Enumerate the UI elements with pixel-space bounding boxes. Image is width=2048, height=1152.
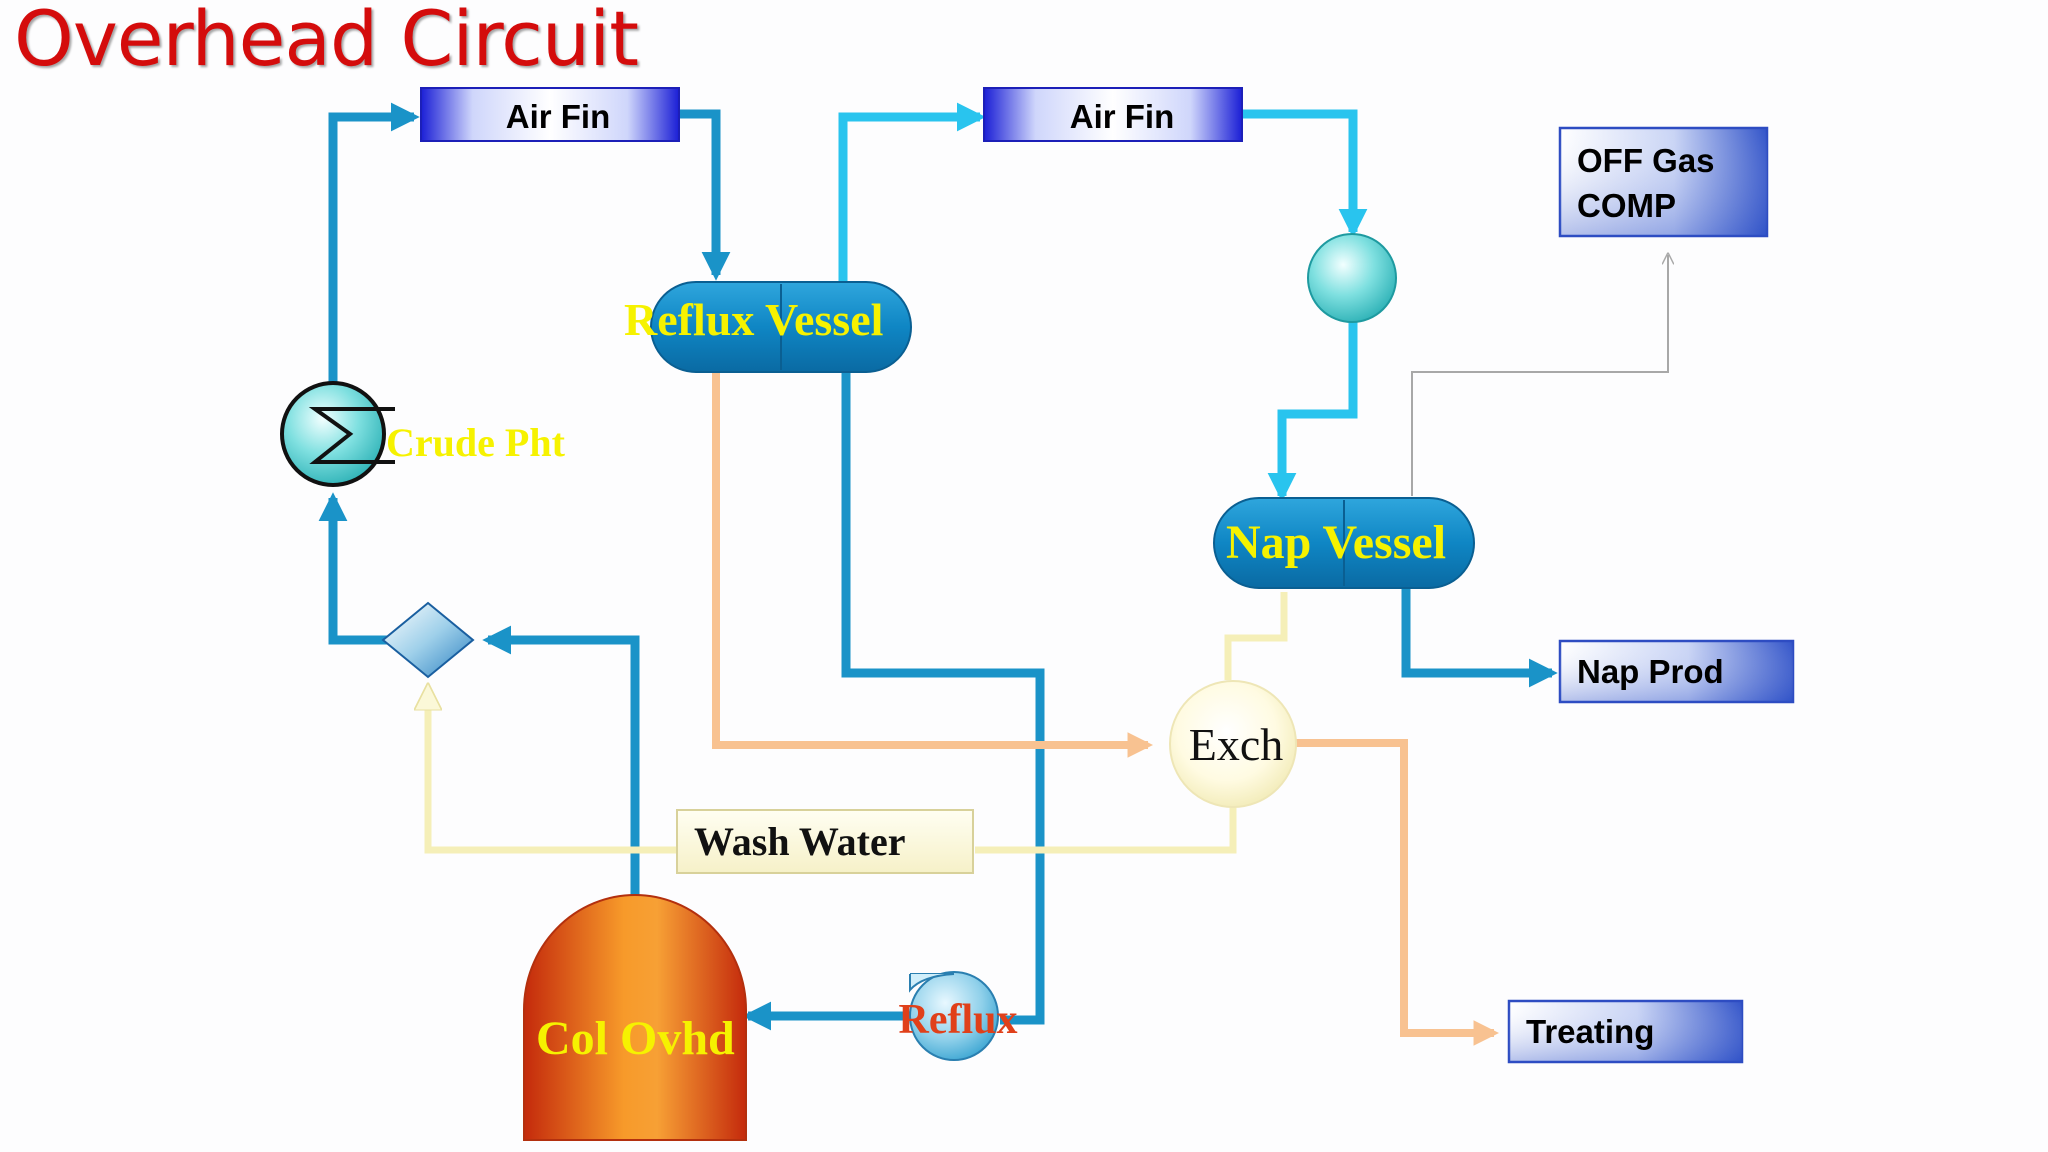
air-fin-2-label: Air Fin: [1070, 98, 1175, 135]
pipe-air-fin-1-to-reflux-vessel: [680, 109, 731, 281]
nap-vessel: Nap Vessel: [1213, 497, 1475, 589]
pipe-wash-water-to-mixer: [428, 688, 676, 854]
pipe-reflux-vessel-to-pump: [841, 372, 1045, 1025]
column-overhead: Col Ovhd: [523, 894, 747, 1141]
crude-preheat-exchanger: Crude Pht: [280, 381, 566, 487]
air-fin-2: Air Fin: [983, 87, 1243, 142]
reflux-vessel: Reflux Vessel: [624, 281, 912, 373]
slide-title: Overhead Circuit: [14, 0, 639, 83]
overhead-drum: [1307, 233, 1397, 323]
pipe-crude-pht-to-air-fin-1: [328, 102, 420, 384]
off-gas-label-line2: COMP: [1577, 187, 1676, 224]
treating-box: Treating: [1507, 999, 1744, 1064]
treating-label: Treating: [1526, 1013, 1654, 1050]
pipe-reflux-vessel-to-air-fin-2: [838, 102, 986, 286]
pipe-mixer-to-crude-pht: [318, 492, 388, 645]
nap-prod-box: Nap Prod: [1558, 639, 1795, 704]
pipe-water-to-exch: [712, 372, 1154, 758]
pipe-wash-water-return: [975, 806, 1237, 854]
pipe-off-gas: [1411, 255, 1668, 496]
reflux-label: Reflux: [899, 997, 1018, 1043]
pipe-air-fin-2-to-drum: [1240, 109, 1368, 238]
pipe-col-ovhd-to-mixer: [482, 625, 640, 895]
reflux-pump: Reflux: [899, 971, 1018, 1061]
pipes: [318, 102, 1668, 1046]
mixer-diamond: [381, 601, 475, 679]
col-ovhd-label: Col Ovhd: [536, 1012, 735, 1065]
nap-prod-label: Nap Prod: [1577, 653, 1724, 690]
off-gas-label-line1: OFF Gas: [1577, 142, 1715, 179]
wash-water-box: Wash Water: [676, 809, 974, 874]
pipe-nap-vessel-to-nap-prod: [1401, 580, 1558, 688]
exchanger: Exch: [1169, 680, 1297, 808]
pipe-drum-to-nap-vessel: [1267, 322, 1358, 502]
air-fin-1-label: Air Fin: [506, 98, 611, 135]
nap-vessel-label: Nap Vessel: [1226, 516, 1446, 569]
pipe-nap-vessel-water-to-exch: [1224, 592, 1288, 680]
off-gas-comp-box: OFF Gas COMP: [1558, 126, 1769, 238]
exch-label: Exch: [1189, 719, 1284, 770]
crude-pht-label: Crude Pht: [386, 420, 566, 465]
wash-water-label: Wash Water: [694, 819, 906, 864]
pipe-exch-to-treating: [1292, 739, 1500, 1046]
reflux-vessel-label: Reflux Vessel: [624, 294, 883, 345]
air-fin-1: Air Fin: [420, 87, 680, 142]
